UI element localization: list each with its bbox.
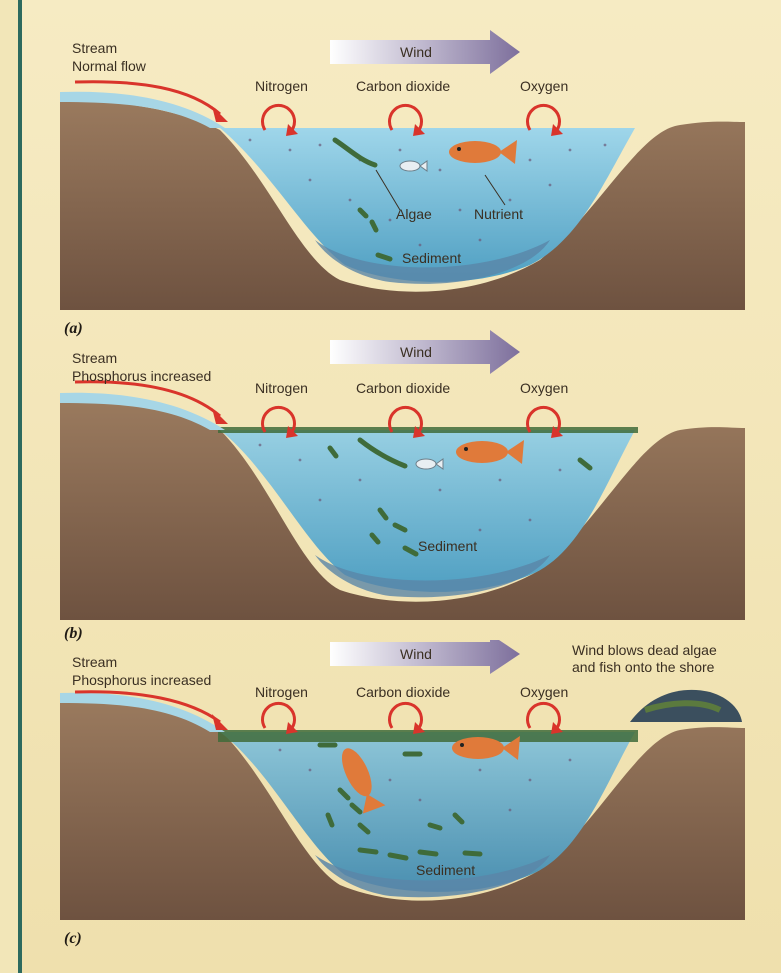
stream-note: Phosphorus increased — [72, 672, 211, 689]
gas-label-oxygen: Oxygen — [520, 78, 568, 95]
gas-label-nitrogen: Nitrogen — [255, 380, 308, 397]
sediment-label: Sediment — [402, 250, 461, 267]
stream-note: Normal flow — [72, 58, 146, 75]
stream-label: Stream — [72, 40, 117, 57]
shore-note-line1: Wind blows dead algae — [572, 642, 717, 659]
panel-a: Stream Normal flow Wind Nitrogen Carbon … — [60, 10, 745, 310]
stream-label: Stream — [72, 654, 117, 671]
gas-label-co2: Carbon dioxide — [356, 684, 450, 701]
algae-surface-layer — [218, 730, 638, 742]
shore-note-line2: and fish onto the shore — [572, 659, 717, 676]
panel-b: Stream Phosphorus increased Wind Nitroge… — [60, 320, 745, 620]
sediment-label: Sediment — [418, 538, 477, 555]
stream-note: Phosphorus increased — [72, 368, 211, 385]
wind-label: Wind — [400, 44, 432, 61]
stream-label: Stream — [72, 350, 117, 367]
panel-letter-c: (c) — [64, 930, 82, 948]
sediment-label: Sediment — [416, 862, 475, 879]
gas-label-co2: Carbon dioxide — [356, 380, 450, 397]
wind-label: Wind — [400, 646, 432, 663]
gas-label-nitrogen: Nitrogen — [255, 78, 308, 95]
panel-c: Stream Phosphorus increased Wind Nitroge… — [60, 640, 745, 940]
callout-nutrient: Nutrient — [474, 206, 523, 223]
wind-label: Wind — [400, 344, 432, 361]
algae-surface-layer — [218, 427, 638, 433]
panel-b-illustration — [60, 320, 745, 620]
shore-note: Wind blows dead algae and fish onto the … — [572, 642, 717, 676]
gas-label-nitrogen: Nitrogen — [255, 684, 308, 701]
gas-label-co2: Carbon dioxide — [356, 78, 450, 95]
callout-algae: Algae — [396, 206, 432, 223]
gas-label-oxygen: Oxygen — [520, 380, 568, 397]
gas-label-oxygen: Oxygen — [520, 684, 568, 701]
